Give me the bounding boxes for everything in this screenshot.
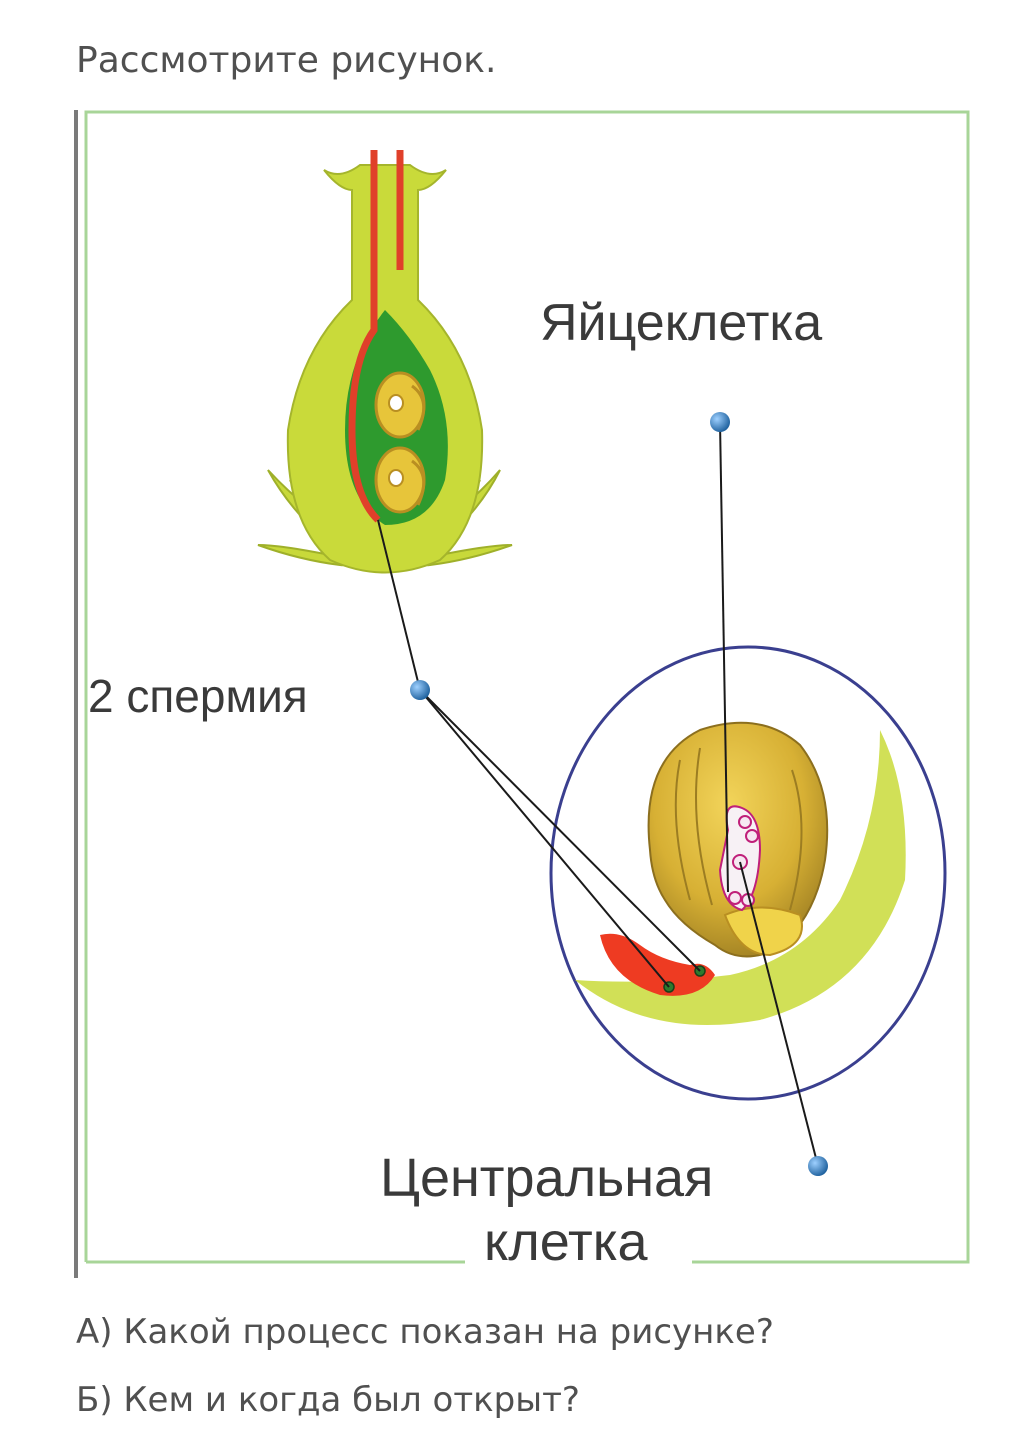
- figure-frame: [84, 110, 970, 1264]
- label-central-2: клетка: [484, 1212, 649, 1272]
- label-egg: Яйцеклетка: [540, 294, 822, 352]
- label-sperm: 2 спермия: [88, 670, 308, 722]
- sperm-pin: [410, 680, 430, 700]
- frame-left-edge: [74, 110, 78, 1278]
- ovule-lower: [374, 446, 426, 514]
- integument: [575, 730, 906, 1025]
- pistil-illustration: [257, 150, 513, 574]
- pollen-tube: [348, 150, 381, 523]
- detail-circle: [549, 645, 947, 1101]
- leader-lines: [377, 421, 819, 1167]
- label-central-1: Центральная: [380, 1148, 713, 1208]
- question-a: А) Какой процесс показан на рисунке?: [76, 1312, 774, 1352]
- central-pin: [808, 1156, 828, 1176]
- intro-text: Рассмотрите рисунок.: [76, 40, 497, 81]
- fertilization-diagram: Яйцеклетка 2 спермия Центральная клетка: [74, 110, 970, 1278]
- ovule-upper: [374, 371, 426, 439]
- egg-pin: [710, 412, 730, 432]
- pollen-tube-end: [600, 933, 715, 996]
- question-b: Б) Кем и когда был открыт?: [76, 1380, 580, 1420]
- ovule-detail: [549, 645, 947, 1101]
